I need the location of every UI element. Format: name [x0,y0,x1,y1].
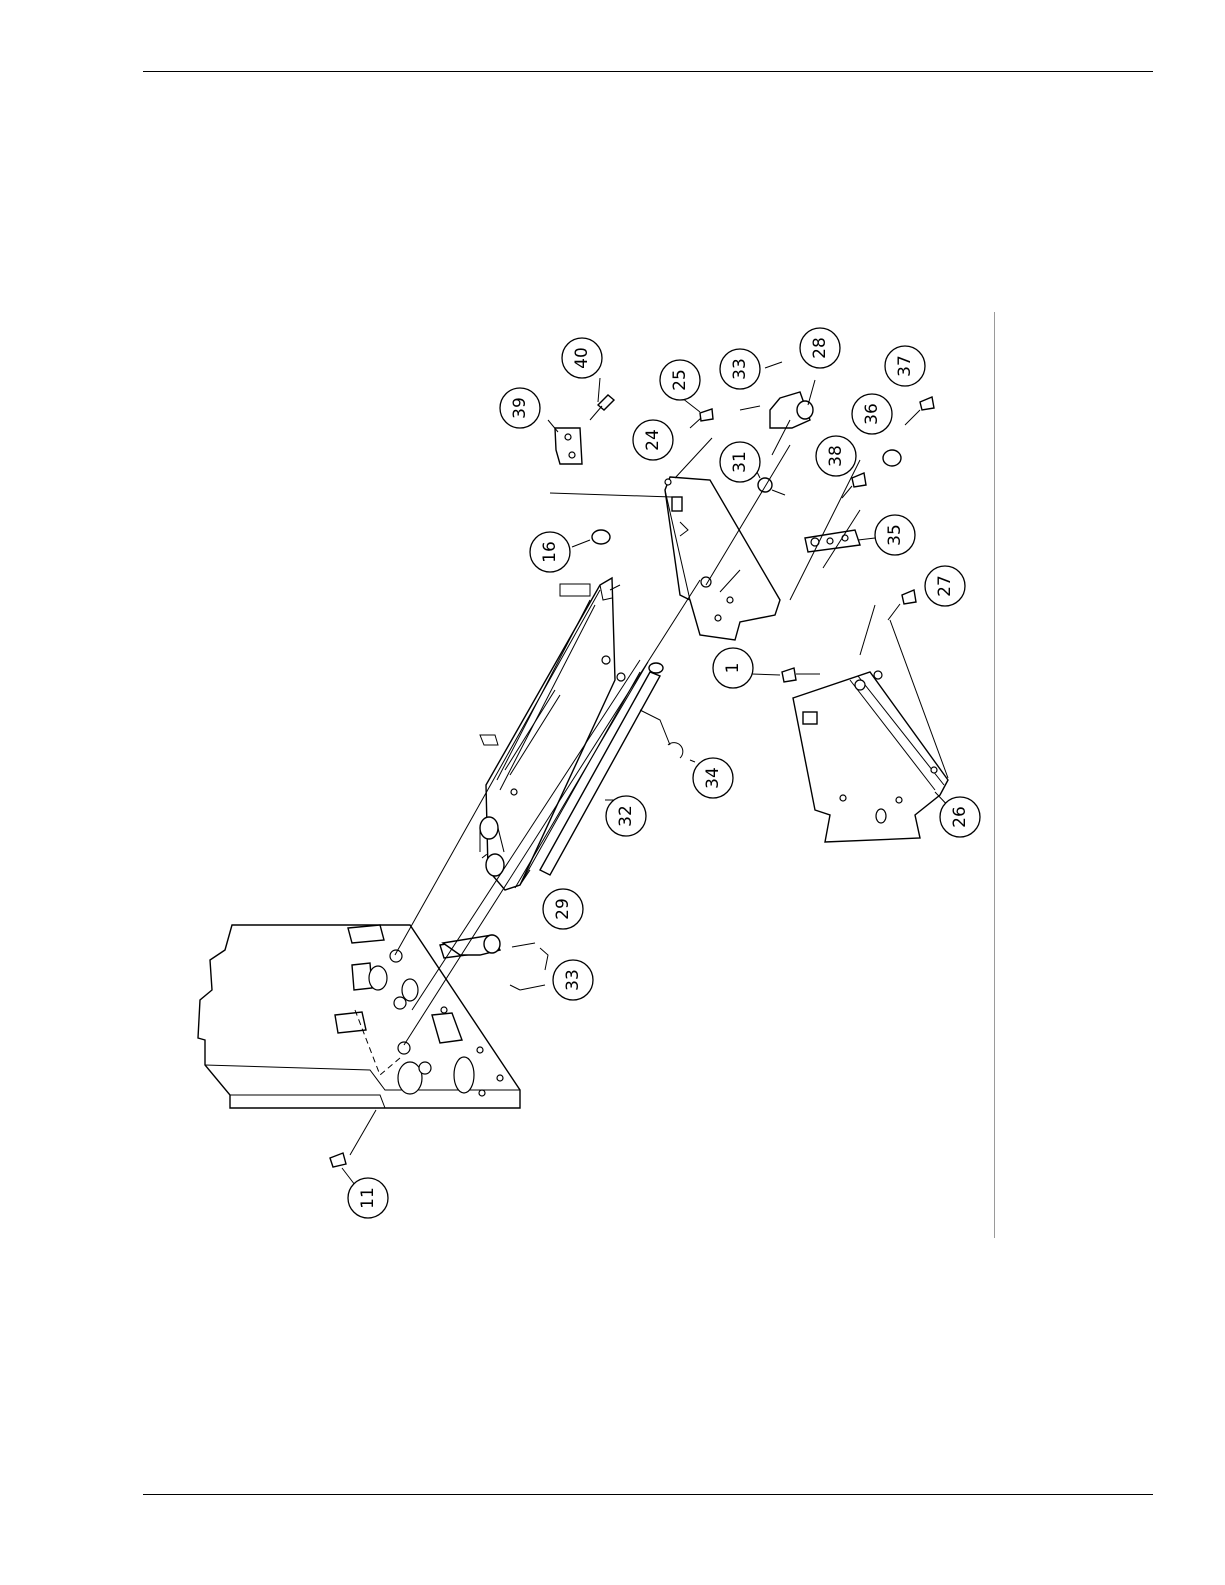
svg-text:39: 39 [510,397,530,419]
svg-text:37: 37 [895,355,915,377]
svg-text:38: 38 [826,445,846,467]
svg-text:32: 32 [616,805,636,827]
callout-33-bottom: 33 [553,960,593,1000]
callout-26: 26 [940,797,980,837]
top-bracket [770,380,815,428]
callout-34: 34 [693,758,733,798]
callout-36: 36 [852,394,892,434]
callout-38: 38 [816,436,856,476]
svg-text:16: 16 [540,541,560,563]
callout-1: 1 [713,648,753,688]
callout-29: 29 [543,889,583,929]
callout-37: 37 [885,346,925,386]
callout-31: 31 [720,442,760,482]
clip-bracket [555,428,582,464]
svg-text:31: 31 [730,451,750,473]
svg-text:26: 26 [950,806,970,828]
svg-text:40: 40 [572,347,592,369]
main-frame [480,578,625,890]
svg-text:11: 11 [358,1187,378,1209]
callout-25: 25 [660,360,700,400]
svg-text:25: 25 [670,369,690,391]
svg-text:1: 1 [723,663,743,674]
svg-text:33: 33 [563,969,583,991]
lever-plate [805,530,860,552]
callout-16: 16 [530,532,570,572]
callout-28: 28 [800,328,840,368]
callout-33-top: 33 [720,349,760,389]
svg-text:28: 28 [810,337,830,359]
callout-11: 11 [348,1178,388,1218]
callout-24: 24 [633,420,673,460]
svg-text:27: 27 [935,575,955,597]
svg-text:34: 34 [703,767,723,789]
right-bracket [665,477,780,640]
callout-32: 32 [606,796,646,836]
svg-text:29: 29 [553,898,573,920]
svg-text:35: 35 [885,524,905,546]
svg-text:24: 24 [643,429,663,451]
callout-35: 35 [875,515,915,555]
callout-27: 27 [925,566,965,606]
svg-text:36: 36 [862,403,882,425]
callout-40: 40 [562,338,602,378]
side-bracket [793,671,948,842]
callout-39: 39 [500,388,540,428]
svg-text:33: 33 [730,358,750,380]
